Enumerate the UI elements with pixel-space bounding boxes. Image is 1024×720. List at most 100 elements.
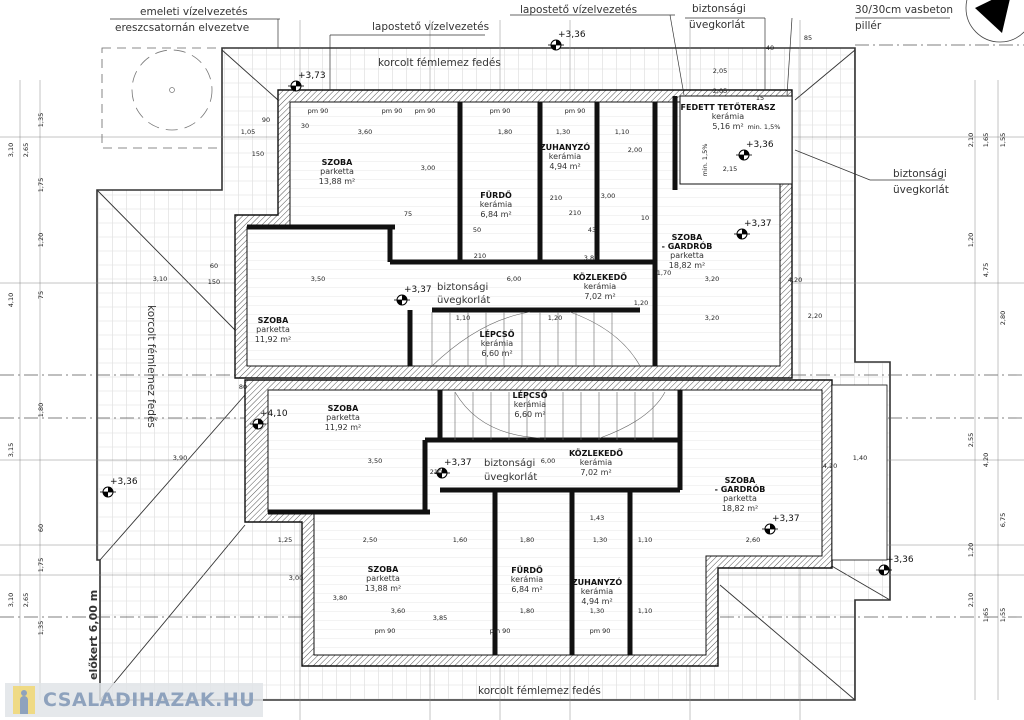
room-name: - GARDRÓB (662, 240, 713, 251)
room-floor: parketta (320, 167, 354, 176)
dimension-label: 1,20 (967, 543, 975, 557)
dimension-label: 1,55 (999, 608, 1007, 622)
roof-label-left: korcolt fémlemez fedés (145, 305, 157, 428)
dimension-label: 2,65 (22, 143, 30, 157)
dimension-label: 1,70 (657, 269, 671, 277)
room-area: 13,88 m² (319, 177, 355, 186)
dimension-label: 1,40 (853, 454, 867, 462)
dimension-label: 40 (766, 44, 774, 52)
dimension-label: pm 90 (590, 627, 611, 635)
lower-unit (244, 379, 888, 667)
dimension-label: 3,20 (705, 275, 719, 283)
dimension-label: 75 (37, 291, 45, 299)
dimension-label: pm 90 (490, 627, 511, 635)
elevation-value: +3,36 (558, 30, 586, 40)
dimension-label: 1,25 (278, 536, 292, 544)
note-korlat-top-2: üvegkorlát (689, 19, 745, 31)
dimension-label: 4,75 (982, 263, 990, 277)
room-floor: kerámia (584, 282, 616, 291)
dimension-label: 10 (641, 214, 649, 222)
room-name: - GARDRÓB (715, 483, 766, 494)
room-floor: parketta (723, 494, 757, 503)
dimension-label: 1,35 (37, 621, 45, 635)
room-floor: kerámia (581, 587, 613, 596)
room-area: 6,84 m² (480, 210, 511, 219)
dimension-label: 2,55 (967, 433, 975, 447)
dimension-label: 210 (550, 194, 562, 202)
roof-label-bottom: korcolt fémlemez fedés (478, 685, 601, 697)
room-area: 6,84 m² (511, 585, 542, 594)
front-yard-label: előkert 6,00 m (87, 590, 100, 680)
dimension-label: 1,80 (37, 403, 45, 417)
dimension-label: 2,10 (967, 593, 975, 607)
dimension-label: 1,05 (241, 128, 255, 136)
dimension-label: 3,20 (705, 314, 719, 322)
room-name: FÜRDŐ (511, 565, 543, 575)
room-name: FÜRDŐ (480, 190, 512, 200)
dimension-label: 1,20 (548, 314, 562, 322)
dimension-label: 1,43 (590, 514, 604, 522)
dimension-label: 150 (252, 150, 264, 158)
roof-label-top: korcolt fémlemez fedés (378, 57, 501, 69)
room-floor: parketta (326, 413, 360, 422)
dimension-label: 210 (569, 209, 581, 217)
dimension-label: 3,50 (368, 457, 382, 465)
dimension-label: pm 90 (308, 107, 329, 115)
lower-interior-walls (268, 390, 683, 655)
upper-railing-label: üvegkorlát (437, 294, 490, 306)
dimension-label: 3,00 (289, 574, 303, 582)
dimension-label: 43 (588, 226, 596, 234)
room-floor: kerámia (549, 152, 581, 161)
dimension-label: 4,10 (7, 293, 15, 307)
dimension-label: 2,50 (363, 536, 377, 544)
room-name: SZOBA (322, 158, 353, 167)
room-area: 13,88 m² (365, 584, 401, 593)
room-floor: parketta (670, 251, 704, 260)
room-floor: parketta (256, 325, 290, 334)
room-name: SZOBA (368, 565, 399, 574)
dimension-label: 3,80 (333, 594, 347, 602)
dimension-label: 1,20 (634, 299, 648, 307)
upper-railing-label: biztonsági (437, 281, 488, 293)
dimension-label: 3,10 (7, 143, 15, 157)
elevation-marker: +3,37 (734, 219, 772, 240)
dimension-label: 85 (804, 34, 812, 42)
room-area: 11,92 m² (255, 335, 291, 344)
dimension-label: 60 (37, 524, 45, 532)
room-name: SZOBA (725, 476, 756, 485)
note-emeleti-vizelvezetes: emeleti vízelvezetés (140, 6, 248, 18)
roof-hip-lines (96, 49, 891, 701)
elevation-value: +3,37 (444, 458, 472, 468)
room-name: LÉPCSŐ (479, 328, 514, 339)
dimension-label: 6,00 (541, 457, 555, 465)
dimension-label: pm 90 (565, 107, 586, 115)
dimension-label: 6,00 (507, 275, 521, 283)
dimension-label: 1,75 (37, 558, 45, 572)
room-floor: kerámia (514, 400, 546, 409)
leader-lines (110, 14, 950, 181)
elevation-marker: +4,10 (250, 409, 288, 430)
dimension-label: 1,80 (520, 536, 534, 544)
dimension-label: 3,90 (173, 454, 187, 462)
dimension-label: 1,30 (556, 128, 570, 136)
room-name: LÉPCSŐ (512, 389, 547, 400)
dimension-label: 1,80 (520, 607, 534, 615)
dimension-label: 50 (473, 226, 481, 234)
dimension-label: 1,20 (37, 233, 45, 247)
tree-symbol (101, 47, 223, 149)
dimension-label: 3,85 (433, 614, 447, 622)
north-arrow-icon (965, 0, 1024, 43)
dimension-label: 6,75 (999, 513, 1007, 527)
room-floor: parketta (366, 574, 400, 583)
elevation-value: +3,36 (746, 140, 774, 150)
note-korlat-top-1: biztonsági (692, 3, 746, 15)
dimension-label: 210 (430, 468, 442, 476)
dimension-label: 1,75 (37, 178, 45, 192)
room-name: SZOBA (672, 233, 703, 242)
dimension-label: 150 (208, 278, 220, 286)
elevation-value: +3,37 (772, 514, 800, 524)
room-name: KÖZLEKEDŐ (573, 272, 627, 282)
dimension-label: 1,10 (638, 536, 652, 544)
